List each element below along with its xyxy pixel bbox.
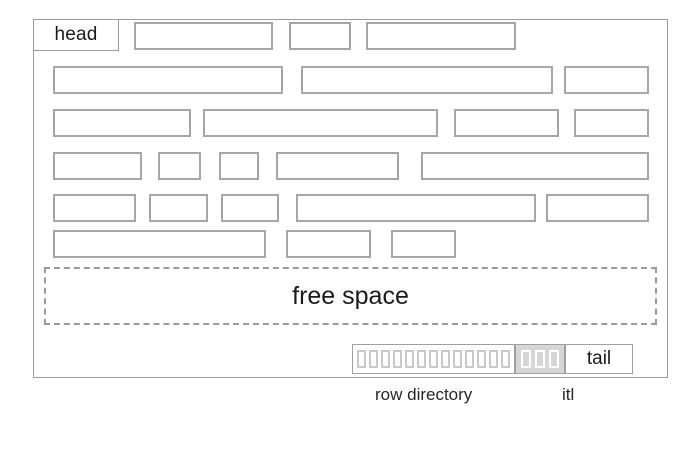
data-block	[421, 152, 649, 180]
row-directory-slot	[381, 350, 390, 368]
data-block	[219, 152, 259, 180]
row-directory-slot	[417, 350, 426, 368]
itl-caption: itl	[562, 385, 575, 404]
row-directory-slot	[369, 350, 378, 368]
row-directory-slot	[405, 350, 414, 368]
row-directory-caption: row directory	[375, 385, 473, 404]
row-directory-slot	[429, 350, 438, 368]
row-directory-slot	[441, 350, 450, 368]
row-directory-slot	[393, 350, 402, 368]
data-block	[366, 22, 516, 50]
data-block	[564, 66, 649, 94]
data-block	[286, 230, 371, 258]
data-block	[391, 230, 456, 258]
data-block	[454, 109, 559, 137]
row-directory-slot	[357, 350, 366, 368]
itl-slot	[535, 350, 545, 368]
data-block	[158, 152, 201, 180]
data-block	[53, 230, 266, 258]
row-directory-slot	[501, 350, 510, 368]
data-block	[53, 152, 142, 180]
tail-label: tail	[586, 348, 612, 369]
data-block	[53, 194, 136, 222]
data-block	[53, 66, 283, 94]
row-directory-box	[352, 344, 515, 374]
data-block	[546, 194, 649, 222]
head-label: head	[54, 24, 98, 45]
data-block	[296, 194, 536, 222]
tail-box: tail	[565, 344, 633, 374]
itl-slot	[521, 350, 531, 368]
head-cell: head	[33, 19, 119, 51]
data-block	[149, 194, 208, 222]
data-block	[53, 109, 191, 137]
free-space-label: free space	[292, 281, 409, 310]
itl-box	[515, 344, 565, 374]
row-directory-slot	[453, 350, 462, 368]
data-block	[203, 109, 438, 137]
data-block	[301, 66, 553, 94]
itl-slot	[549, 350, 559, 368]
row-directory-slot	[465, 350, 474, 368]
data-block	[134, 22, 273, 50]
data-block	[221, 194, 279, 222]
row-directory-slot	[477, 350, 486, 368]
page-footer-strip: tail	[352, 344, 633, 374]
data-block	[574, 109, 649, 137]
row-directory-slot	[489, 350, 498, 368]
data-block	[276, 152, 399, 180]
data-block	[289, 22, 351, 50]
free-space-region: free space	[44, 267, 657, 325]
